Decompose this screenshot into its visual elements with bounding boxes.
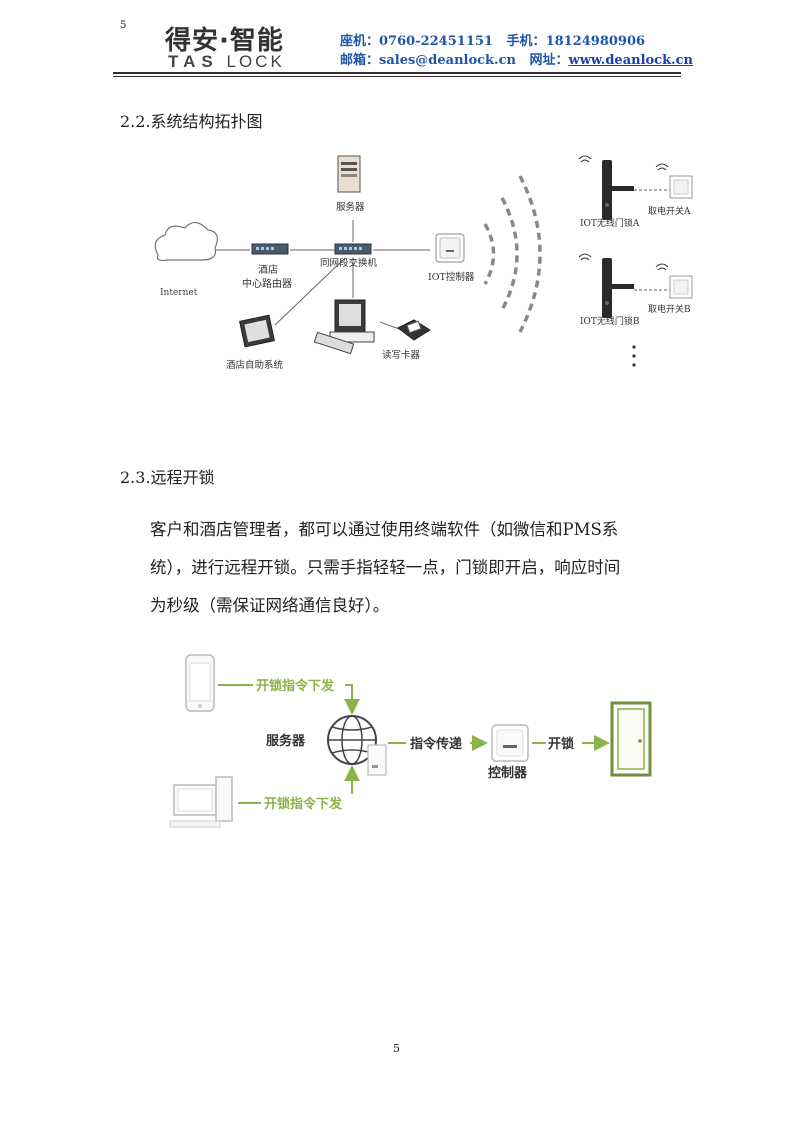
remote-paragraph: 客户和酒店管理者，都可以通过使用终端软件（如微信和PMS系 统），进行远程开锁。… <box>150 511 695 625</box>
landline: 0760-22451151 <box>379 34 493 49</box>
unlock-label: 开锁 <box>548 736 574 752</box>
wifi-icon-lock-a <box>578 155 592 163</box>
wifi-icon-switch-b <box>655 263 669 271</box>
router-label-1: 酒店 <box>258 263 278 276</box>
wifi-icon-lock-b <box>578 253 592 261</box>
top-command-bg <box>253 676 345 694</box>
mobile-label: 手机： <box>506 34 546 49</box>
unlock-bg <box>546 734 582 752</box>
wifi-icon-switch-a <box>655 163 669 171</box>
remote-heading: 2.3.远程开锁 <box>120 468 215 487</box>
lock-b-label: IOT无线门锁B <box>580 315 640 327</box>
paragraph-line-2: 统），进行远程开锁。只需手指轻轻一点，门锁即开启，响应时间 <box>150 558 621 577</box>
self-service-label: 酒店自助系统 <box>226 359 284 371</box>
email-label: 邮箱： <box>340 53 380 68</box>
company-logo-cn: 得安·智能 <box>165 26 284 56</box>
server-icon <box>337 155 361 193</box>
internet-label: Internet <box>160 288 198 298</box>
topology-diagram: Internet 酒店 中心路由器 服务器 同网段交换机 IOT控制器 酒店自助… <box>154 155 693 371</box>
switch-label: 同网段交换机 <box>320 257 378 269</box>
landline-label: 座机： <box>340 34 380 49</box>
more-dots-icon <box>632 345 636 367</box>
router-label-2: 中心路由器 <box>242 277 292 290</box>
mobile: 18124980906 <box>545 34 646 49</box>
desktop-computer-icon <box>169 776 233 828</box>
paragraph-line-3: 为秒级（需保证网络通信良好）。 <box>150 596 390 615</box>
power-switch-a-icon <box>669 175 693 199</box>
email: sales@deanlock.cn <box>379 53 516 68</box>
logo-en-bold: TAS <box>168 52 219 71</box>
iot-controller-icon <box>435 233 465 263</box>
website-link[interactable]: www.deanlock.cn <box>568 53 693 68</box>
internet-cloud-icon <box>154 221 218 262</box>
header-page-number: 5 <box>120 20 127 31</box>
top-command-label: 开锁指令下发 <box>256 678 335 694</box>
footer-page-number: 5 <box>393 1042 400 1055</box>
router-icon <box>251 243 289 255</box>
controller-icon <box>491 724 529 762</box>
wireless-signal-icon <box>483 175 542 333</box>
contact-phones: 座机：0760-22451151 手机：18124980906 <box>340 30 645 49</box>
smartphone-icon <box>185 654 215 712</box>
switch-a-label: 取电开关A <box>648 205 691 217</box>
card-reader-label: 读写卡器 <box>382 349 421 361</box>
bottom-command-bg <box>261 794 353 812</box>
lock-a-label: IOT无线门锁A <box>580 217 640 229</box>
power-switch-b-icon <box>669 275 693 299</box>
card-reader-icon <box>397 319 431 341</box>
iot-controller-label: IOT控制器 <box>428 271 475 283</box>
company-logo-en: TAS LOCK <box>168 52 285 72</box>
globe-icon <box>327 715 377 765</box>
logo-en-light: LOCK <box>226 52 285 71</box>
server-flow-label: 服务器 <box>266 733 306 749</box>
server-label: 服务器 <box>336 201 365 213</box>
relay-label: 指令传递 <box>410 736 462 752</box>
connection-lines <box>212 220 430 331</box>
computer-icon <box>313 299 375 355</box>
door-icon <box>610 701 652 777</box>
contact-web: 邮箱：sales@deanlock.cn 网址：www.deanlock.cn <box>340 49 693 68</box>
bottom-command-label: 开锁指令下发 <box>264 796 343 812</box>
server-box-icon <box>367 744 387 776</box>
switch-icon <box>334 243 372 255</box>
topology-heading: 2.2.系统结构拓扑图 <box>120 112 263 131</box>
relay-bg <box>406 734 470 752</box>
header-rule <box>113 72 681 74</box>
paragraph-line-1: 客户和酒店管理者，都可以通过使用终端软件（如微信和PMS系 <box>150 520 619 539</box>
door-lock-a-icon <box>602 160 634 220</box>
door-lock-b-icon <box>602 258 634 318</box>
website-label: 网址： <box>529 53 569 68</box>
controller-flow-label: 控制器 <box>488 765 528 781</box>
remote-unlock-flow-diagram: 开锁指令下发 开锁指令下发 服务器 指令传递 控制器 开锁 <box>169 654 652 828</box>
header-rule-thin <box>113 76 681 77</box>
switch-b-label: 取电开关B <box>648 303 691 315</box>
monitor-icon <box>239 314 275 348</box>
